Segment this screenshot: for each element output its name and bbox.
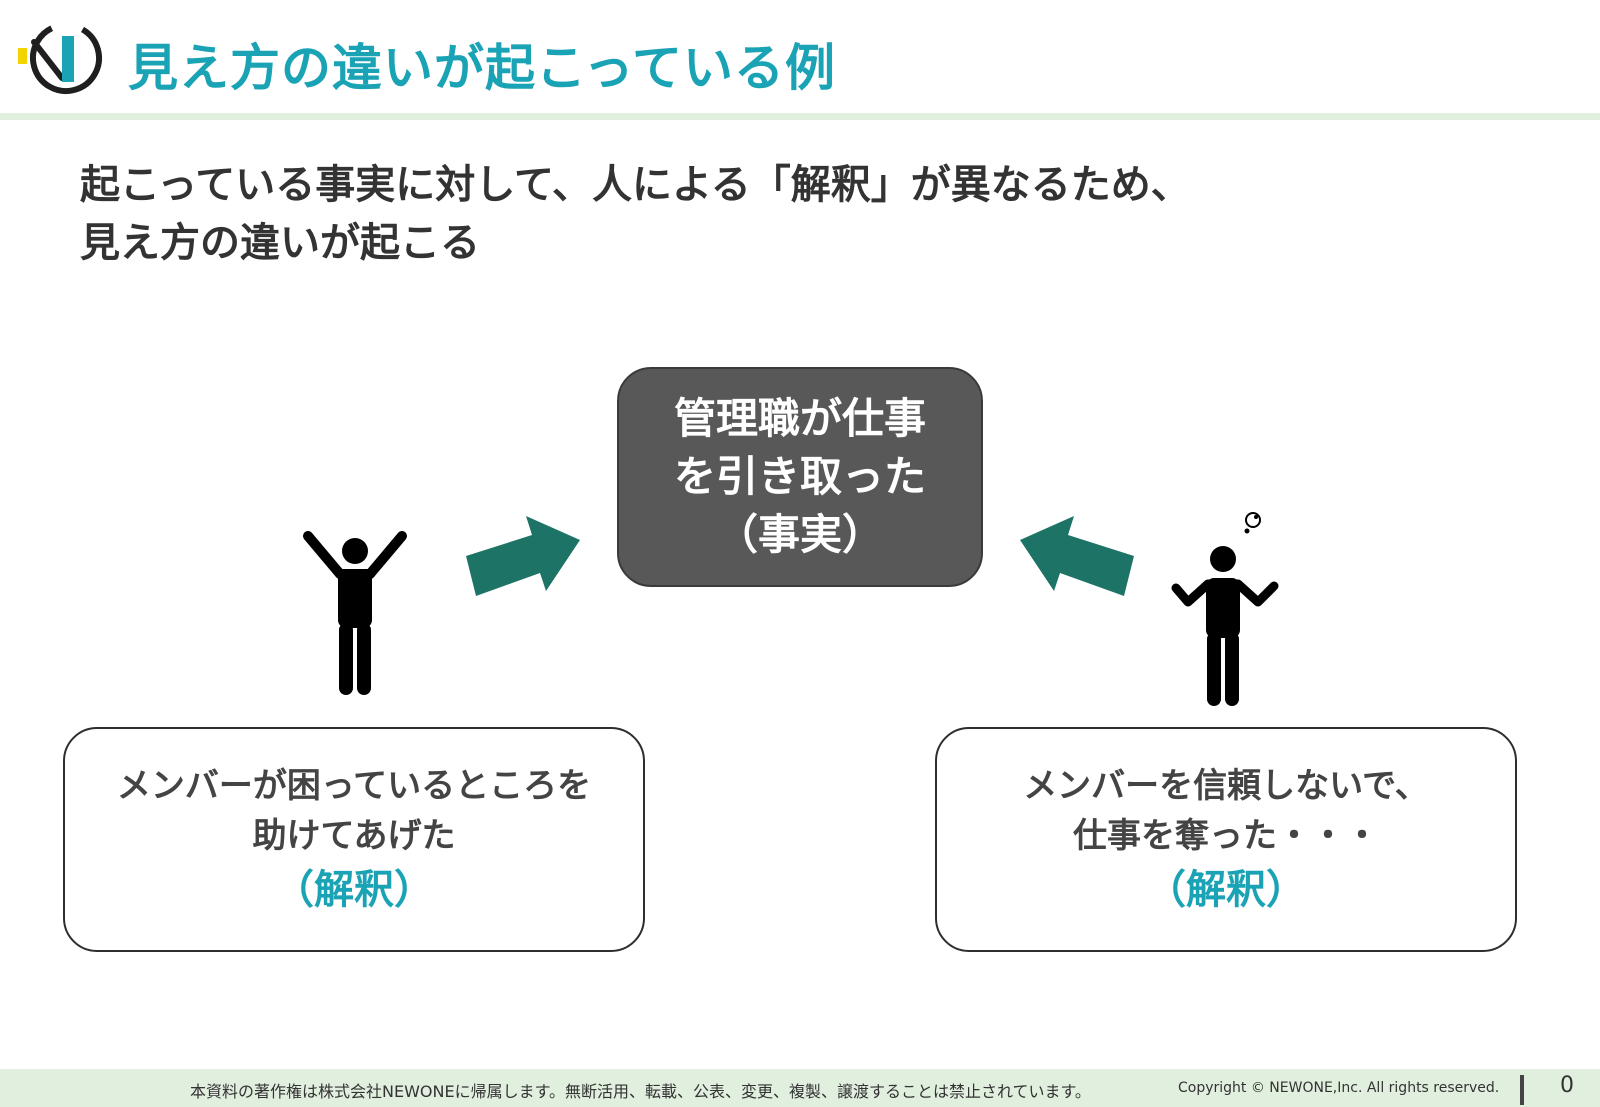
copyright-notice: 本資料の著作権は株式会社NEWONEに帰属します。無断活用、転載、公表、変更、複… xyxy=(190,1082,1091,1101)
interpretation-right-line-2: 仕事を奪った・・・ xyxy=(1073,815,1379,856)
interpretation-right-line-1: メンバーを信頼しないで、 xyxy=(1023,765,1429,806)
person-shrugging-icon xyxy=(1171,512,1279,706)
fact-line-2: を引き取った xyxy=(673,452,926,501)
interpretation-left-line-1: メンバーが困っているところを xyxy=(116,765,592,806)
person-cheering-icon xyxy=(303,531,407,695)
newone-logo-icon xyxy=(18,22,102,94)
header-divider xyxy=(0,113,1600,120)
fact-line-3: （事実） xyxy=(715,510,884,559)
thought-bubble-icon xyxy=(1244,512,1261,534)
interpretation-left-tag: （解釈） xyxy=(274,866,434,913)
arrow-right-icon xyxy=(466,516,580,596)
page-title: 見え方の違いが起こっている例 xyxy=(128,39,836,97)
lead-line-1: 起こっている事実に対して、人による「解釈」が異なるため、 xyxy=(80,162,1191,208)
fact-line-1: 管理職が仕事 xyxy=(673,394,926,443)
interpretation-left-line-2: 助けてあげた xyxy=(252,815,456,856)
fact-box: 管理職が仕事 を引き取った （事実） xyxy=(617,367,983,587)
footer-divider xyxy=(1520,1075,1524,1105)
page-number: 0 xyxy=(1560,1073,1574,1098)
interpretation-box-left: メンバーが困っているところを 助けてあげた （解釈） xyxy=(63,727,645,952)
arrow-left-icon xyxy=(1020,516,1134,596)
interpretation-right-tag: （解釈） xyxy=(1146,866,1306,913)
copyright-text: Copyright © NEWONE,Inc. All rights reser… xyxy=(1178,1080,1500,1096)
interpretation-box-right: メンバーを信頼しないで、 仕事を奪った・・・ （解釈） xyxy=(935,727,1517,952)
lead-line-2: 見え方の違いが起こる xyxy=(80,220,480,266)
footer-bar xyxy=(0,1069,1600,1107)
lead-message: 起こっている事実に対して、人による「解釈」が異なるため、 見え方の違いが起こる xyxy=(80,156,1191,272)
